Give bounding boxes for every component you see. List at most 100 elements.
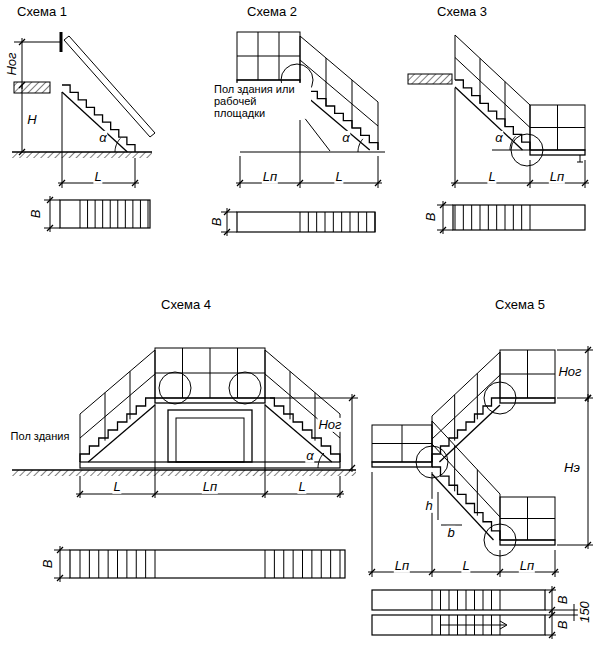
dimension-tick bbox=[552, 569, 558, 575]
plan-tread bbox=[108, 550, 109, 578]
platform-railing bbox=[500, 350, 555, 398]
hatched-slab bbox=[408, 74, 452, 84]
angle-arc bbox=[358, 139, 363, 152]
plan-tread bbox=[521, 205, 522, 230]
plan-tread bbox=[375, 212, 376, 232]
plan-tread bbox=[432, 615, 433, 635]
dimension-tick bbox=[585, 542, 591, 548]
extension-line bbox=[221, 232, 237, 233]
rail-post bbox=[326, 58, 327, 106]
plan-tread bbox=[366, 212, 367, 232]
plan-tread bbox=[136, 550, 137, 578]
dimension-label: B bbox=[424, 212, 438, 223]
plan-tread bbox=[457, 590, 458, 610]
stair-stringer bbox=[455, 87, 523, 150]
line-work bbox=[12, 32, 593, 639]
angle-arc bbox=[115, 138, 120, 152]
platform-railing bbox=[527, 497, 528, 540]
dimension-label: H bbox=[26, 113, 37, 127]
dimension-tick bbox=[59, 180, 65, 186]
dimension-label: Lп bbox=[519, 559, 535, 573]
plan-tread bbox=[117, 200, 118, 228]
rail-post bbox=[378, 102, 379, 150]
handrail bbox=[69, 36, 155, 133]
dimension-tick bbox=[57, 575, 63, 581]
plan-outline bbox=[372, 615, 545, 635]
handrail bbox=[432, 444, 500, 517]
plan-tread bbox=[148, 200, 149, 228]
platform-railing bbox=[155, 348, 265, 398]
scheme-title: Схема 4 bbox=[160, 298, 212, 312]
plan-tread bbox=[87, 200, 88, 228]
extension-line bbox=[372, 472, 373, 577]
floor-note: Пол здания или рабочей площадки bbox=[213, 83, 311, 119]
extension-line bbox=[545, 590, 556, 591]
support bbox=[577, 162, 583, 163]
dimension-label: L bbox=[297, 480, 306, 494]
dimension-line bbox=[451, 183, 589, 184]
dimension-tick bbox=[527, 180, 533, 186]
plan-outline bbox=[453, 205, 585, 230]
platform-railing bbox=[182, 348, 183, 398]
dimension-label: Hэ bbox=[563, 461, 581, 475]
rail-post bbox=[265, 350, 266, 398]
plan-tread bbox=[132, 200, 133, 228]
direction-arrow bbox=[500, 621, 507, 629]
extension-line bbox=[155, 404, 156, 498]
handrail bbox=[300, 36, 378, 102]
platform-slab bbox=[530, 150, 585, 155]
dimension-label: 150 bbox=[578, 600, 592, 624]
dimension-tick bbox=[549, 632, 555, 638]
stair-stringer bbox=[432, 474, 493, 540]
platform-railing bbox=[372, 425, 432, 462]
extension-line bbox=[270, 398, 358, 399]
handrail bbox=[455, 35, 530, 105]
dimension-tick bbox=[224, 229, 230, 235]
dimension-line bbox=[236, 183, 382, 184]
rail-post bbox=[352, 80, 353, 128]
dimension-line bbox=[50, 196, 51, 232]
rail-post bbox=[290, 371, 291, 419]
base-slab bbox=[80, 462, 340, 468]
hatched-slab bbox=[14, 82, 50, 93]
rail-post bbox=[477, 373, 478, 419]
extension-line bbox=[545, 635, 556, 636]
extension-line bbox=[437, 205, 453, 206]
stair-treads bbox=[80, 398, 155, 462]
stair-treads bbox=[432, 467, 500, 540]
platform-slab bbox=[155, 398, 265, 403]
plan-tread bbox=[95, 200, 96, 228]
plan-tread bbox=[274, 550, 275, 578]
plan-tread bbox=[483, 590, 484, 610]
plan-tread bbox=[283, 550, 284, 578]
dimension-label: B bbox=[556, 620, 570, 631]
platform-slab bbox=[372, 462, 432, 467]
stair-treads bbox=[300, 84, 378, 150]
dimension-tick bbox=[152, 491, 158, 497]
plan-tread bbox=[474, 590, 475, 610]
dimension-tick bbox=[440, 227, 446, 233]
dimension-label: Lп bbox=[394, 559, 410, 573]
dimension-line bbox=[574, 604, 575, 621]
plan-tread bbox=[496, 205, 497, 230]
dimension-tick bbox=[132, 180, 138, 186]
handrail bbox=[432, 375, 500, 439]
extension-line bbox=[221, 212, 237, 213]
dimension-label: L bbox=[93, 170, 102, 184]
dimension-label: h bbox=[424, 499, 433, 513]
dimension-line bbox=[588, 394, 589, 549]
angle-arc bbox=[510, 136, 515, 150]
extension-line bbox=[62, 92, 63, 188]
dimension-tick bbox=[224, 209, 230, 215]
rail-post bbox=[454, 445, 455, 491]
plan-tread bbox=[491, 590, 492, 610]
dimension-tick bbox=[349, 395, 355, 401]
scheme-title: Схема 2 bbox=[246, 5, 298, 19]
door-frame bbox=[176, 418, 244, 462]
plan-tread bbox=[449, 590, 450, 610]
dimension-line bbox=[60, 546, 61, 582]
stair-stringer bbox=[439, 405, 500, 462]
dimension-tick bbox=[585, 395, 591, 401]
floor-line bbox=[240, 151, 385, 152]
